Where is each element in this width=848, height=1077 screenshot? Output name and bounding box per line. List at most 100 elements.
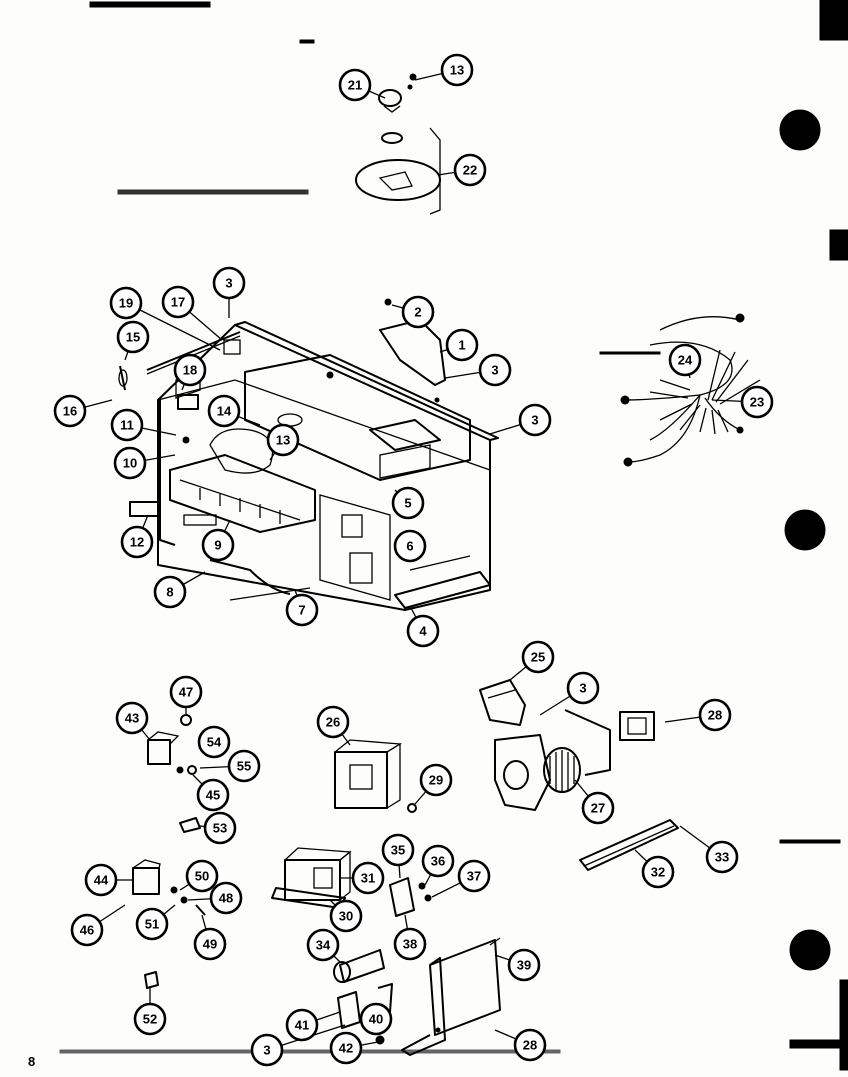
callout-21: 21 bbox=[338, 68, 372, 102]
callout-label: 38 bbox=[403, 937, 417, 952]
callout-44: 44 bbox=[84, 863, 118, 897]
callout-circle bbox=[421, 844, 455, 878]
callout-label: 18 bbox=[183, 363, 197, 378]
callout-label: 13 bbox=[276, 433, 290, 448]
callout-22: 22 bbox=[453, 153, 487, 187]
callout-circle bbox=[115, 701, 149, 735]
callout-circle bbox=[513, 1028, 547, 1062]
callout-circle bbox=[359, 1002, 393, 1036]
callout-label: 24 bbox=[678, 353, 693, 368]
callout-circle bbox=[453, 153, 487, 187]
callout-24: 24 bbox=[668, 343, 702, 377]
callout-3: 3 bbox=[518, 403, 552, 437]
callout-3: 3 bbox=[250, 1033, 284, 1067]
callout-50: 50 bbox=[185, 859, 219, 893]
callout-30: 30 bbox=[329, 899, 363, 933]
callout-circle bbox=[518, 403, 552, 437]
callout-circle bbox=[285, 593, 319, 627]
callout-16: 16 bbox=[53, 394, 87, 428]
callout-label: 6 bbox=[406, 539, 413, 554]
callout-32: 32 bbox=[641, 855, 675, 889]
callout-circle bbox=[153, 575, 187, 609]
callout-label: 44 bbox=[94, 873, 109, 888]
callout-circle bbox=[406, 614, 440, 648]
callout-label: 4 bbox=[419, 624, 427, 639]
callout-29: 29 bbox=[419, 763, 453, 797]
callout-55: 55 bbox=[227, 749, 261, 783]
callout-circle bbox=[185, 859, 219, 893]
callout-circle bbox=[440, 53, 474, 87]
callout-label: 7 bbox=[298, 603, 305, 618]
callout-circle bbox=[401, 295, 435, 329]
callout-label: 15 bbox=[126, 330, 140, 345]
callout-label: 39 bbox=[517, 958, 531, 973]
callout-circle bbox=[329, 899, 363, 933]
callout-label: 11 bbox=[120, 418, 134, 433]
callout-circle bbox=[393, 927, 427, 961]
callout-circle bbox=[173, 353, 207, 387]
callout-3: 3 bbox=[212, 266, 246, 300]
callout-28: 28 bbox=[513, 1028, 547, 1062]
callout-label: 55 bbox=[237, 759, 251, 774]
callout-6: 6 bbox=[393, 529, 427, 563]
callout-label: 28 bbox=[708, 708, 722, 723]
callout-label: 1 bbox=[458, 338, 465, 353]
callout-39: 39 bbox=[507, 948, 541, 982]
callout-23: 23 bbox=[740, 385, 774, 419]
callout-circle bbox=[109, 286, 143, 320]
callout-label: 50 bbox=[195, 869, 209, 884]
callout-label: 17 bbox=[171, 295, 185, 310]
callout-circle bbox=[698, 698, 732, 732]
callout-circle bbox=[135, 907, 169, 941]
callout-34: 34 bbox=[306, 928, 340, 962]
callout-5: 5 bbox=[391, 486, 425, 520]
wire-harness bbox=[620, 313, 761, 467]
callout-label: 45 bbox=[206, 788, 220, 803]
callout-51: 51 bbox=[135, 907, 169, 941]
callout-46: 46 bbox=[70, 913, 104, 947]
callout-circle bbox=[740, 385, 774, 419]
callout-25: 25 bbox=[521, 640, 555, 674]
callout-circle bbox=[478, 353, 512, 387]
callout-36: 36 bbox=[421, 844, 455, 878]
callout-27: 27 bbox=[581, 791, 615, 825]
callout-label: 31 bbox=[361, 871, 375, 886]
callout-circle bbox=[207, 394, 241, 428]
callout-circle bbox=[197, 725, 231, 759]
callout-label: 53 bbox=[213, 821, 227, 836]
callout-3: 3 bbox=[478, 353, 512, 387]
callout-49: 49 bbox=[193, 927, 227, 961]
callout-label: 33 bbox=[715, 850, 729, 865]
callout-26: 26 bbox=[316, 705, 350, 739]
callout-circle bbox=[285, 1008, 319, 1042]
callout-37: 37 bbox=[457, 859, 491, 893]
callout-15: 15 bbox=[116, 320, 150, 354]
callout-52: 52 bbox=[133, 1002, 167, 1036]
binder-hole-top bbox=[779, 109, 821, 151]
callout-label: 42 bbox=[339, 1041, 353, 1056]
callout-53: 53 bbox=[203, 811, 237, 845]
callout-18: 18 bbox=[173, 353, 207, 387]
callout-47: 47 bbox=[169, 675, 203, 709]
callout-11: 11 bbox=[110, 408, 144, 442]
callout-label: 22 bbox=[463, 163, 477, 178]
callout-circle bbox=[113, 446, 147, 480]
magnetron-transformer bbox=[271, 739, 432, 917]
callout-54: 54 bbox=[197, 725, 231, 759]
callout-28: 28 bbox=[698, 698, 732, 732]
callout-label: 47 bbox=[179, 685, 193, 700]
callout-circle bbox=[393, 529, 427, 563]
callout-19: 19 bbox=[109, 286, 143, 320]
callout-label: 29 bbox=[429, 773, 443, 788]
callout-35: 35 bbox=[381, 833, 415, 867]
callout-label: 3 bbox=[579, 681, 586, 696]
callout-circle bbox=[705, 840, 739, 874]
callout-label: 14 bbox=[217, 404, 232, 419]
callout-label: 5 bbox=[404, 496, 411, 511]
callout-label: 19 bbox=[119, 296, 133, 311]
callout-label: 51 bbox=[145, 917, 159, 932]
callout-circle bbox=[53, 394, 87, 428]
callout-label: 28 bbox=[523, 1038, 537, 1053]
callout-label: 10 bbox=[123, 456, 137, 471]
